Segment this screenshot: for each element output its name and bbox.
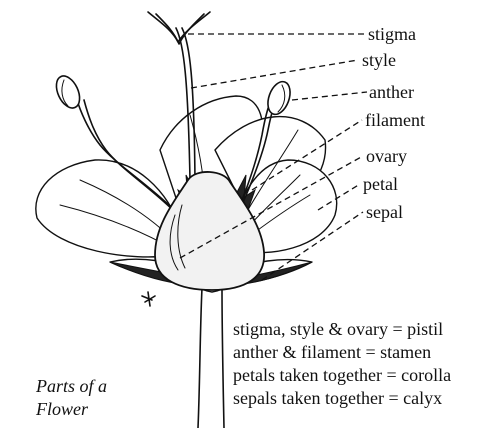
caption-line-2: Flower	[36, 398, 107, 421]
legend: stigma, style & ovary = pistil anther & …	[233, 318, 451, 410]
label-filament: filament	[365, 110, 425, 130]
caption: Parts of a Flower	[36, 375, 107, 421]
label-style: style	[362, 50, 396, 70]
legend-corolla: petals taken together = corolla	[233, 364, 451, 387]
caption-line-1: Parts of a	[36, 375, 107, 398]
label-petal: petal	[363, 174, 398, 194]
label-ovary: ovary	[366, 146, 407, 166]
legend-stamen: anther & filament = stamen	[233, 341, 451, 364]
stem	[198, 288, 202, 428]
label-anther: anther	[369, 82, 414, 102]
label-stigma: stigma	[368, 24, 416, 44]
legend-calyx: sepals taken together = calyx	[233, 387, 451, 410]
legend-pistil: stigma, style & ovary = pistil	[233, 318, 451, 341]
leader-anther	[292, 92, 367, 100]
label-sepal: sepal	[366, 202, 403, 222]
leader-style	[191, 60, 358, 88]
